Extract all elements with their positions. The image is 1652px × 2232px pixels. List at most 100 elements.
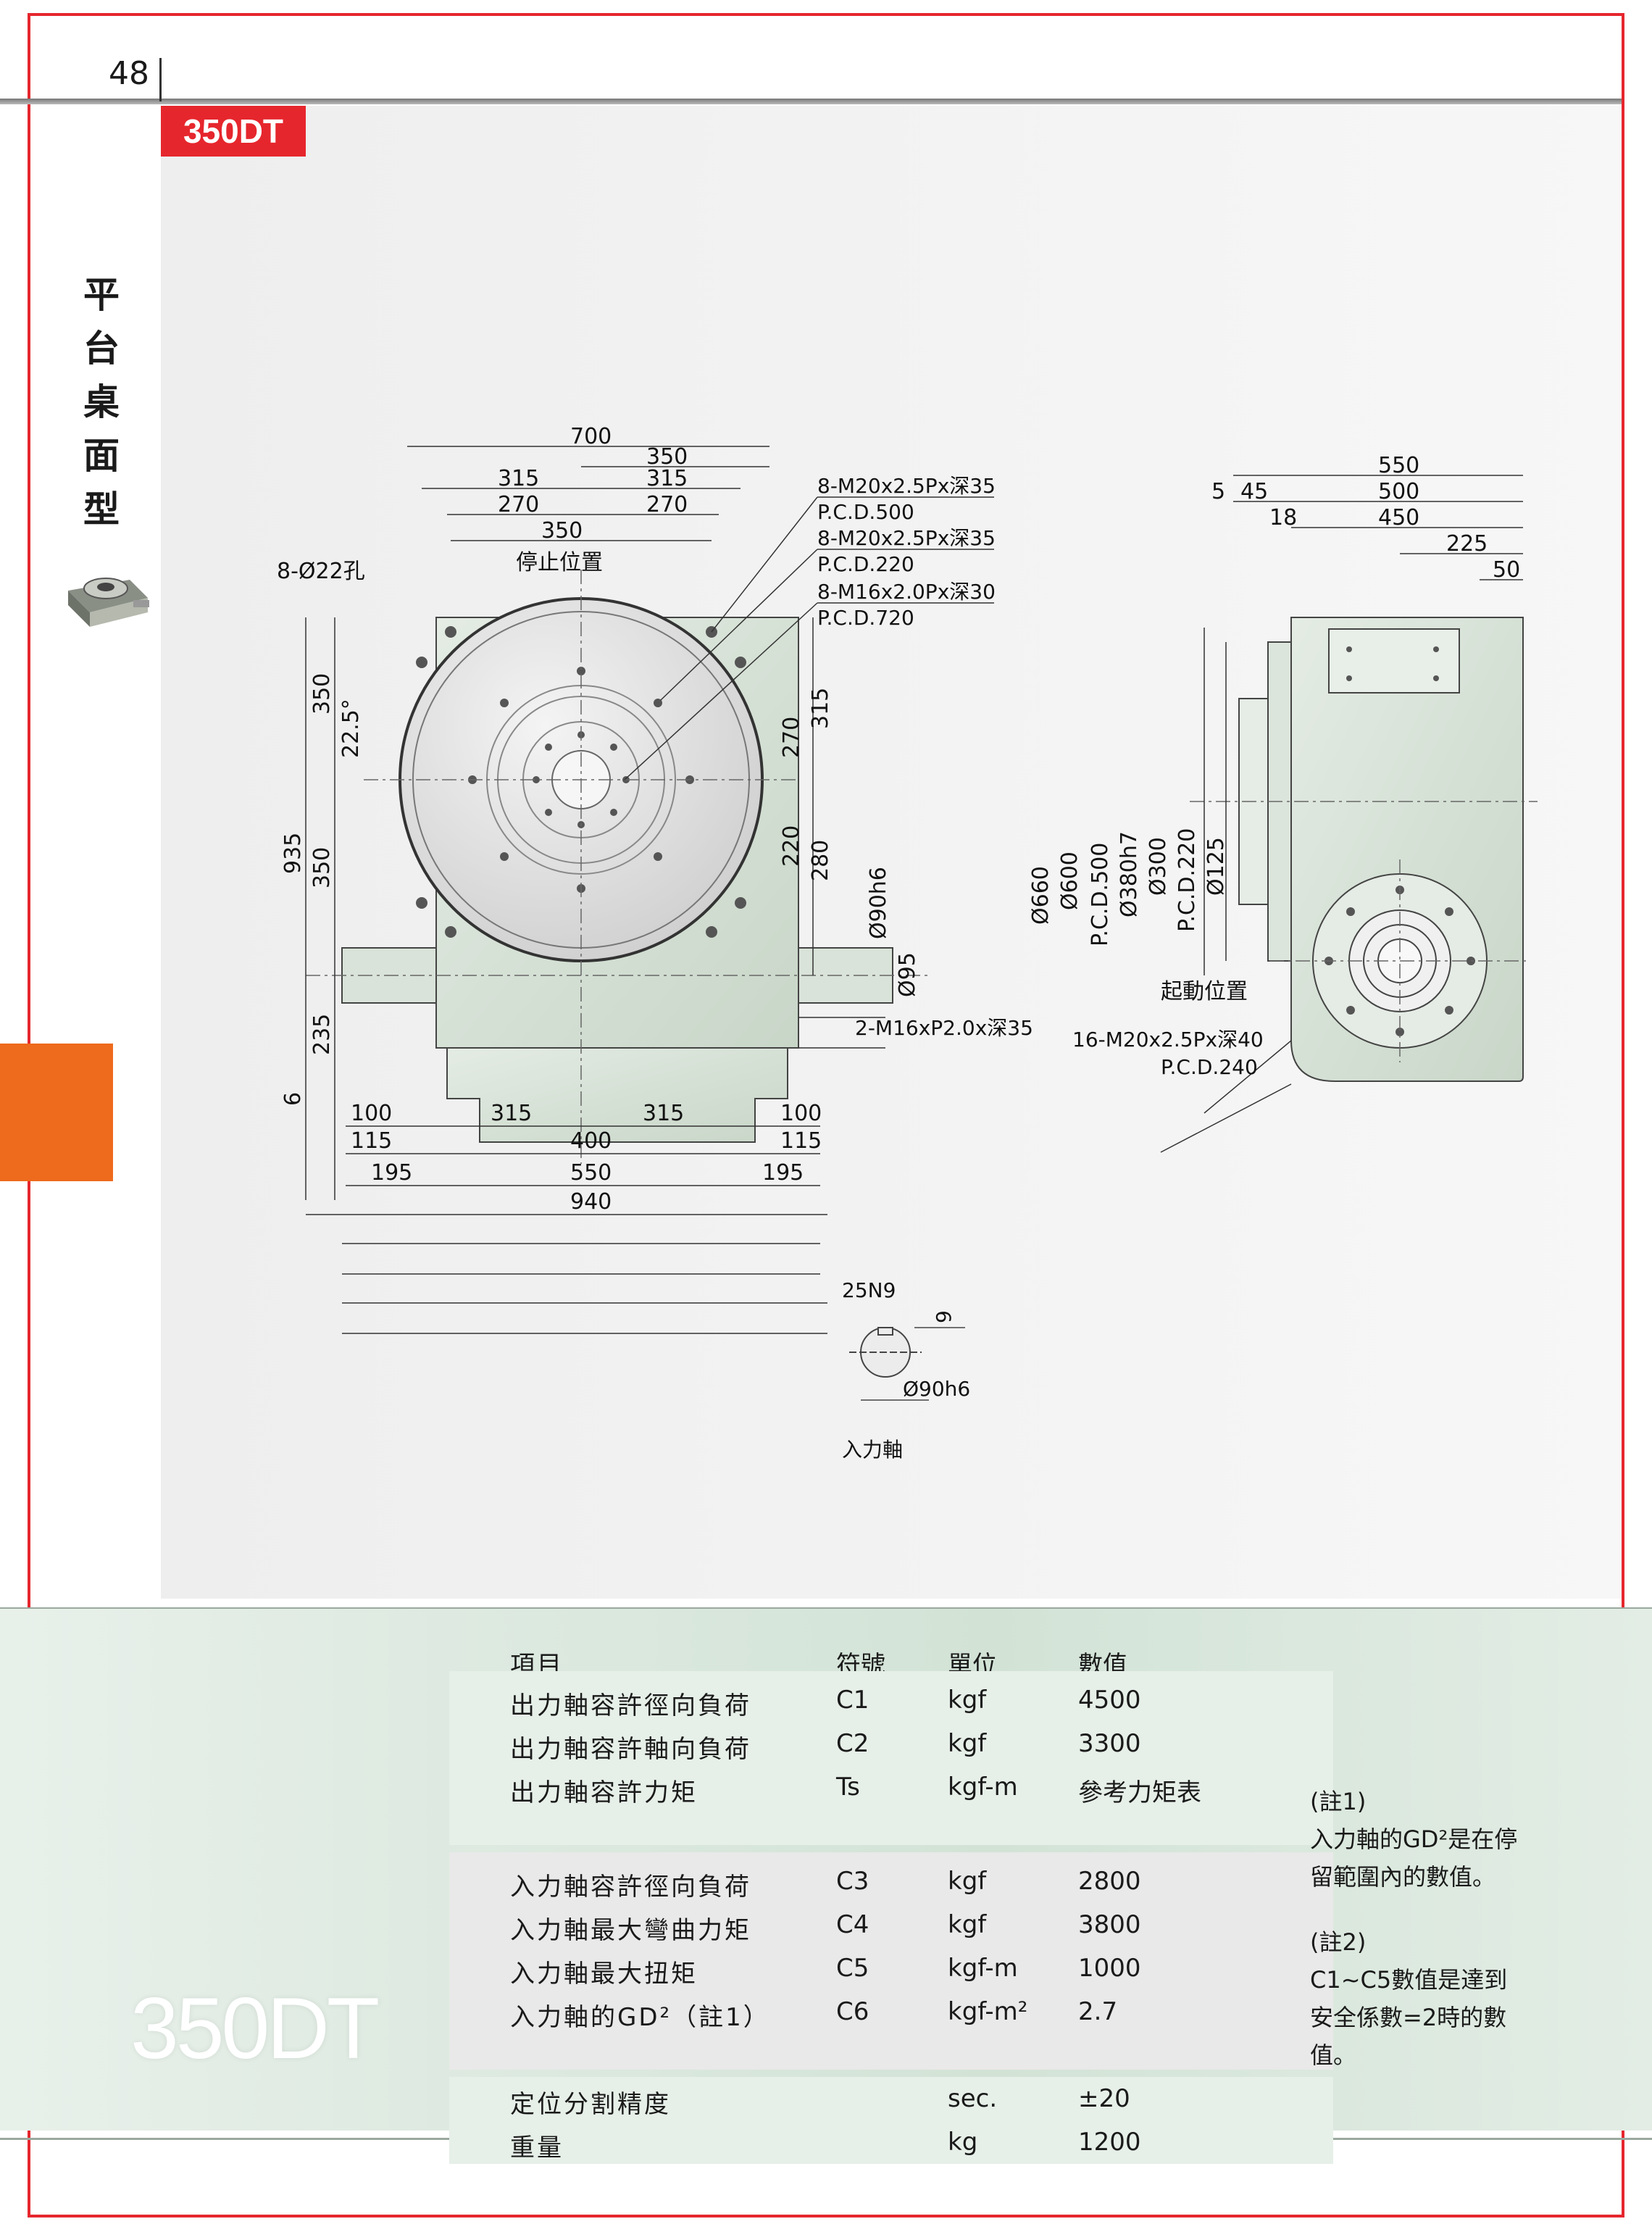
dim-bottom-315-left: 315 — [491, 1101, 532, 1126]
row-unit: sec. — [948, 2084, 998, 2113]
row-symbol: Ts — [836, 1773, 860, 1802]
side-dim-550: 550 — [1378, 453, 1419, 478]
dim-right-220: 220 — [779, 825, 804, 867]
dim-angle: 22.5° — [338, 699, 364, 758]
side-dim-pcd500: P.C.D.500 — [1088, 843, 1113, 946]
side-dim-50: 50 — [1493, 557, 1520, 583]
spec-group-general: 定位分割精度 sec. ±20 重量 kg 1200 — [449, 2077, 1333, 2164]
row-unit: kgf-m — [948, 1954, 1018, 1983]
dim-right-280: 280 — [808, 840, 833, 881]
side-dimension-lines — [1160, 475, 1523, 1153]
dim-270-right: 270 — [646, 492, 688, 517]
row-item: 定位分割精度 — [510, 2090, 671, 2119]
row-unit: kgf-m — [948, 1773, 1018, 1802]
side-dim-125: Ø125 — [1203, 837, 1229, 896]
table-row: 定位分割精度 sec. ±20 — [449, 2077, 1333, 2119]
note2-title: (註2) — [1310, 1928, 1367, 1956]
row-symbol: C5 — [836, 1954, 869, 1983]
row-value: 1200 — [1078, 2128, 1141, 2157]
row-item: 入力軸容許徑向負荷 — [510, 1873, 751, 1902]
dim-bottom-315-right: 315 — [643, 1101, 684, 1126]
table-row: 入力軸容許徑向負荷 C3 kgf 2800 — [449, 1860, 1333, 1902]
side-dim-500: 500 — [1378, 479, 1419, 504]
row-unit: kgf — [948, 1686, 987, 1715]
row-item: 入力軸的GD²（註1） — [510, 2003, 770, 2032]
note1-body: 入力軸的GD²是在停 留範圍內的數值。 — [1310, 1825, 1518, 1891]
dim-bottom-115-right: 115 — [780, 1128, 822, 1154]
row-value: 參考力矩表 — [1078, 1778, 1201, 1807]
dim-270-left: 270 — [498, 492, 539, 517]
side-dim-450: 450 — [1378, 505, 1419, 530]
dim-315-right: 315 — [646, 466, 688, 491]
row-unit: kgf-m² — [948, 1997, 1028, 2026]
dim-left-235: 235 — [309, 1014, 335, 1055]
shaft-note: 2-M16xP2.0x深35 — [855, 1016, 1033, 1040]
row-unit: kgf — [948, 1867, 987, 1896]
dim-bottom-115-left: 115 — [351, 1128, 392, 1154]
dim-bottom-550: 550 — [570, 1160, 612, 1186]
dim-315-left: 315 — [498, 466, 539, 491]
front-dimension-lines — [305, 446, 885, 1334]
side-dim-18: 18 — [1269, 505, 1297, 530]
side-callout-1: 16-M20x2.5Px深40 — [1072, 1028, 1264, 1052]
page-border-top — [28, 13, 1624, 16]
row-unit: kg — [948, 2128, 978, 2157]
row-symbol: C2 — [836, 1729, 869, 1758]
model-badge: 350DT — [161, 106, 306, 157]
page-number-divider — [159, 58, 162, 101]
callout-4: P.C.D.220 — [817, 552, 914, 576]
side-dim-600: Ø600 — [1057, 851, 1082, 910]
dim-shaft-dia: Ø90h6 — [866, 867, 891, 939]
row-symbol: C6 — [836, 1997, 869, 2026]
callout-2: P.C.D.500 — [817, 500, 914, 524]
dim-700: 700 — [570, 424, 612, 449]
side-view-holes — [1324, 646, 1475, 1036]
callout-5: 8-M16x2.0Px深30 — [817, 580, 996, 604]
notes: (註1) 入力軸的GD²是在停 留範圍內的數值。 (註2) C1~C5數值是達到… — [1310, 1783, 1585, 2074]
section-tab — [0, 1044, 113, 1181]
input-shaft-section — [849, 1327, 965, 1401]
row-symbol: C4 — [836, 1910, 869, 1939]
shaft-label: 入力軸 — [842, 1438, 903, 1462]
dim-bottom-100-left: 100 — [351, 1101, 392, 1126]
spec-group-output: 出力軸容許徑向負荷 C1 kgf 4500 出力軸容許軸向負荷 C2 kgf 3… — [449, 1671, 1333, 1845]
page-border-right — [1622, 13, 1624, 2218]
spec-rule-top — [0, 1607, 1652, 1610]
note2-body: C1~C5數值是達到 安全係數=2時的數 值。 — [1310, 1966, 1508, 2069]
side-dim-45: 45 — [1240, 479, 1268, 504]
note1-title: (註1) — [1310, 1788, 1367, 1815]
dim-shaft-95: Ø95 — [895, 952, 920, 997]
row-value: ±20 — [1078, 2084, 1130, 2113]
table-row: 入力軸的GD²（註1） C6 kgf-m² 2.7 — [449, 1990, 1333, 2032]
callout-1: 8-M20x2.5Px深35 — [817, 474, 996, 498]
row-item: 出力軸容許徑向負荷 — [510, 1691, 751, 1720]
dim-left-935: 935 — [280, 833, 306, 874]
stop-position-label: 停止位置 — [516, 550, 603, 575]
row-value: 3300 — [1078, 1729, 1141, 1758]
technical-drawing: 700 350 315 315 270 270 350 停止位置 8-Ø22孔 … — [277, 424, 1538, 1462]
page-number: 48 — [109, 55, 149, 92]
table-row: 入力軸最大扭矩 C5 kgf-m 1000 — [449, 1946, 1333, 1989]
spec-model-watermark: 350DT — [130, 1980, 380, 2077]
dim-right-270: 270 — [779, 717, 804, 758]
row-unit: kgf — [948, 1910, 987, 1939]
shaft-keyway: 25N9 — [842, 1278, 896, 1302]
start-position-label: 起動位置 — [1161, 979, 1248, 1004]
shaft-depth: 9 — [932, 1310, 956, 1323]
row-item: 出力軸容許軸向負荷 — [510, 1735, 751, 1764]
product-thumbnail — [68, 578, 149, 627]
dim-left-6: 6 — [280, 1092, 306, 1106]
header-rule — [0, 99, 1622, 104]
row-value: 1000 — [1078, 1954, 1141, 1983]
page-border-bottom — [28, 2215, 1624, 2218]
table-row: 出力軸容許軸向負荷 C2 kgf 3300 — [449, 1722, 1333, 1764]
dim-350-top: 350 — [646, 444, 688, 470]
side-dim-pcd220: P.C.D.220 — [1175, 828, 1200, 932]
row-item: 入力軸最大扭矩 — [510, 1960, 698, 1989]
category-label: 平台桌面型 — [83, 274, 120, 530]
row-symbol: C3 — [836, 1867, 869, 1896]
callout-3: 8-M20x2.5Px深35 — [817, 526, 996, 550]
dim-bottom-195-right: 195 — [762, 1160, 804, 1186]
row-value: 2.7 — [1078, 1997, 1118, 2026]
side-view — [1238, 617, 1524, 1082]
